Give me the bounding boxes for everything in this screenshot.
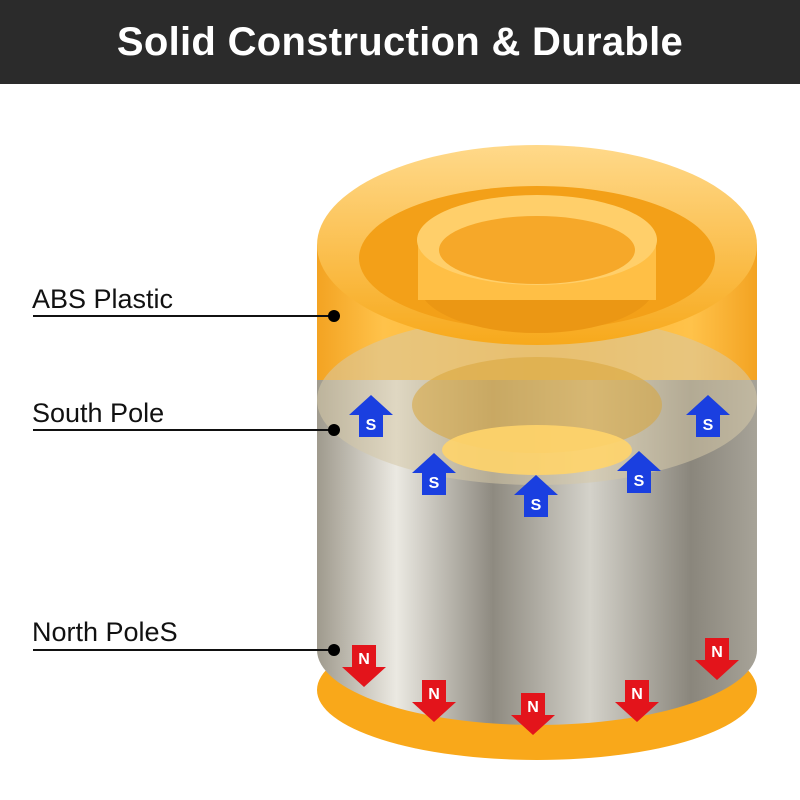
south-arrow-icon-3-letter: S xyxy=(429,475,440,492)
north-arrow-icon-5-letter: N xyxy=(527,699,539,716)
callout-dot-south xyxy=(328,424,340,436)
inner-tube-hole xyxy=(439,216,635,284)
north-arrow-icon-1-shape xyxy=(342,645,386,687)
magnet-hole-light xyxy=(442,425,632,475)
north-arrow-icon-3-letter: N xyxy=(428,686,440,703)
product-illustration: S S S S S N N N N N xyxy=(33,145,757,760)
north-arrow-icon-3: N xyxy=(412,680,456,722)
north-arrow-icon-4-shape xyxy=(615,680,659,722)
south-arrow-icon-2: S xyxy=(686,395,730,437)
north-arrow-icon-5: N xyxy=(511,693,555,735)
north-arrow-icon-5-shape xyxy=(511,693,555,735)
north-arrow-icon-4-letter: N xyxy=(631,686,643,703)
south-arrow-icon-2-letter: S xyxy=(703,417,714,434)
south-arrow-icon-4-letter: S xyxy=(634,473,645,490)
magnet-hole xyxy=(412,357,662,453)
page-title: Solid Construction & Durable xyxy=(116,19,684,64)
north-pole-arrows: N N N N N xyxy=(342,638,739,735)
south-arrow-icon-5: S xyxy=(514,475,558,517)
south-arrow-icon-5-shape xyxy=(514,475,558,517)
north-arrow-icon-2-shape xyxy=(695,638,739,680)
callout-dot-north xyxy=(328,644,340,656)
north-arrow-icon-2: N xyxy=(695,638,739,680)
north-arrow-icon-1-letter: N xyxy=(358,651,370,668)
south-arrow-icon-3: S xyxy=(412,453,456,495)
south-arrow-icon-4-shape xyxy=(617,451,661,493)
south-arrow-icon-1-letter: S xyxy=(366,417,377,434)
south-arrow-icon-1: S xyxy=(349,395,393,437)
callout-label-north-pole: North PoleS xyxy=(32,617,178,647)
north-arrow-icon-2-letter: N xyxy=(711,644,723,661)
south-arrow-icon-4: S xyxy=(617,451,661,493)
south-arrow-icon-1-shape xyxy=(349,395,393,437)
callout-label-south-pole: South Pole xyxy=(32,398,165,428)
south-pole-arrows: S S S S S xyxy=(349,395,730,517)
south-arrow-icon-2-shape xyxy=(686,395,730,437)
callout-label-abs-plastic: ABS Plastic xyxy=(32,284,174,314)
north-arrow-icon-3-shape xyxy=(412,680,456,722)
south-arrow-icon-5-letter: S xyxy=(531,497,542,514)
callout-dot-abs xyxy=(328,310,340,322)
header-bar: Solid Construction & Durable xyxy=(0,0,800,84)
north-arrow-icon-4: N xyxy=(615,680,659,722)
south-arrow-icon-3-shape xyxy=(412,453,456,495)
north-arrow-icon-1: N xyxy=(342,645,386,687)
